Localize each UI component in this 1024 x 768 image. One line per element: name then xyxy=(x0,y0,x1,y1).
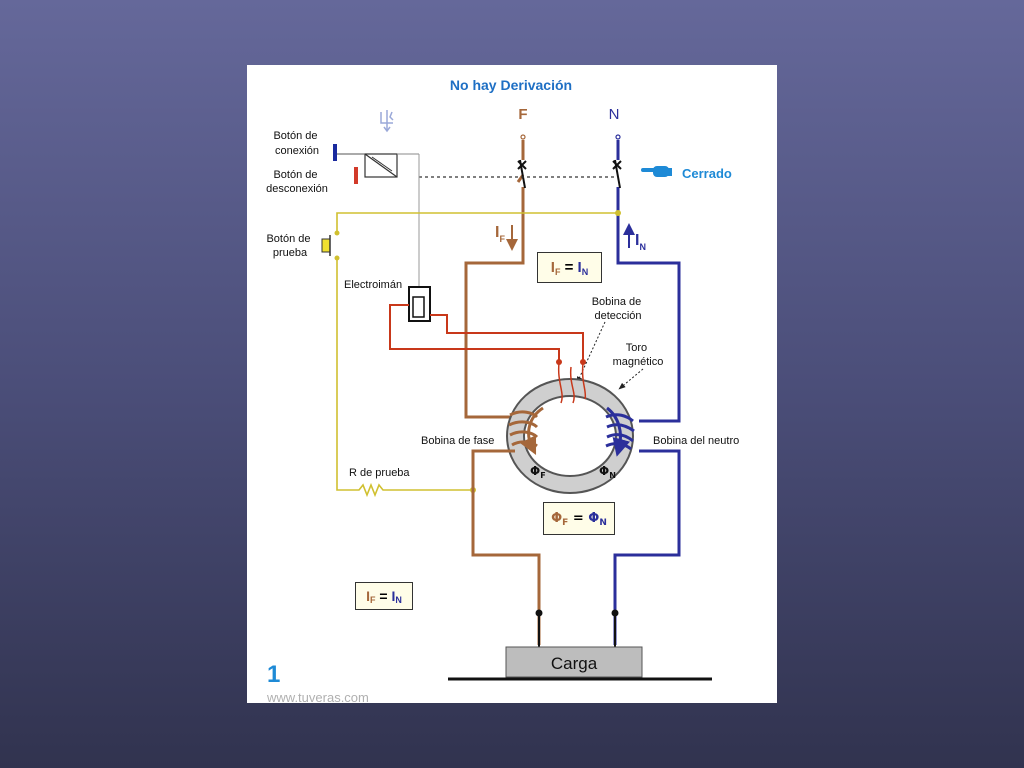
disconnect-button-label: Botón de desconexión xyxy=(266,169,328,195)
slide-number: 1 xyxy=(267,661,280,688)
phase-flux-symbol: ΦF xyxy=(530,464,546,480)
load-label: Carga xyxy=(551,654,598,673)
neutral-terminal xyxy=(615,134,621,140)
neutral-current-label: IN xyxy=(635,232,646,252)
phase-wire-top xyxy=(464,140,525,419)
neutral-coil-label: Bobina del neutro xyxy=(653,435,739,447)
test-button xyxy=(321,238,331,253)
status-closed: Cerrado xyxy=(682,166,732,181)
neutral-flux-symbol: ΦN xyxy=(599,464,616,480)
test-button-label: Botón de prueba xyxy=(266,233,313,259)
connect-button xyxy=(333,144,337,161)
pointing-hand-icon xyxy=(641,166,672,177)
phase-terminal xyxy=(520,134,526,140)
detection-coil-wire xyxy=(389,304,584,363)
detection-coil-label: Bobina de detección xyxy=(592,296,645,322)
diagram-title: No hay Derivación xyxy=(450,77,572,93)
breaker-symbol-icon xyxy=(380,110,394,133)
neutral-wire-bottom xyxy=(613,449,681,645)
electromagnet-label: Electroimán xyxy=(344,279,402,291)
website-watermark: www.tuveras.com xyxy=(266,690,369,703)
phase-current-label: IF xyxy=(495,224,505,244)
phase-coil xyxy=(508,406,544,456)
load-box xyxy=(505,646,643,678)
toroid-label: Toro magnético xyxy=(613,342,664,368)
test-circuit-wire xyxy=(336,212,618,498)
phase-label: F xyxy=(518,106,527,123)
slide: No hay Derivación F N Cerrado Botón de c… xyxy=(247,65,777,703)
neutral-coil xyxy=(605,406,635,457)
magnetic-toroid xyxy=(506,378,634,494)
connect-button-label: Botón de conexión xyxy=(273,130,320,157)
phase-switch-x xyxy=(517,160,527,170)
neutral-wire-top xyxy=(616,140,681,423)
disconnect-button xyxy=(354,167,358,184)
electromagnet xyxy=(408,286,431,322)
test-resistor-label: R de prueba xyxy=(349,467,410,479)
phase-coil-label: Bobina de fase xyxy=(421,435,494,447)
rcd-diagram: No hay Derivación F N Cerrado Botón de c… xyxy=(266,77,739,703)
neutral-switch-x xyxy=(612,160,622,170)
neutral-label: N xyxy=(609,106,620,123)
